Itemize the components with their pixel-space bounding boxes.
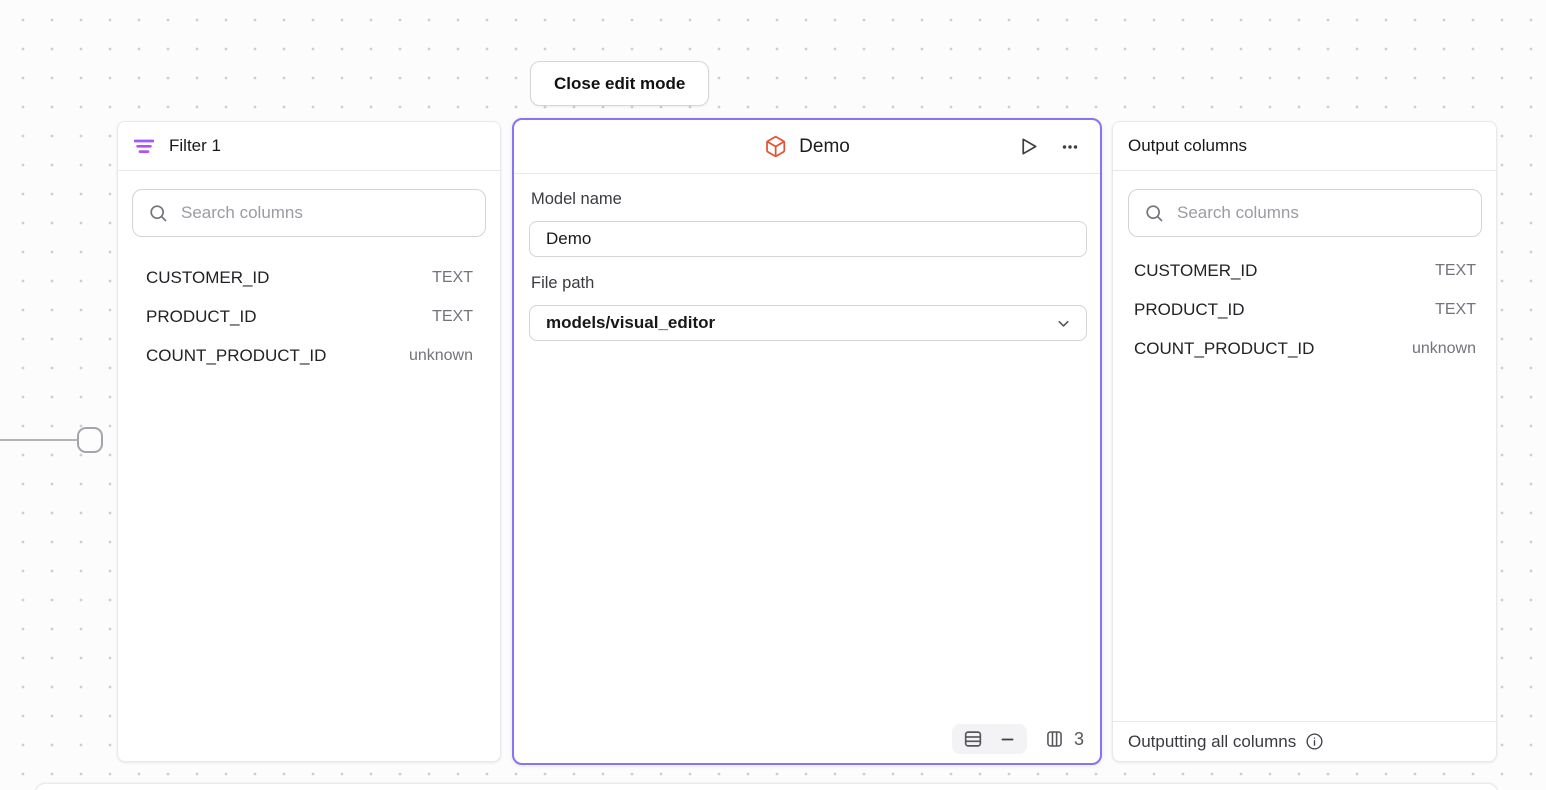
model-node-panel[interactable]: Demo Model name File path models/visual_… (512, 118, 1102, 765)
close-edit-mode-button[interactable]: Close edit mode (530, 61, 710, 106)
output-columns-panel[interactable]: Output columns CUSTOMER_ID TEXT PRODUCT_… (1112, 121, 1497, 762)
filter-panel-title: Filter 1 (169, 136, 221, 155)
column-type: TEXT (1435, 261, 1476, 279)
filter-column-list: CUSTOMER_ID TEXT PRODUCT_ID TEXT COUNT_P… (118, 258, 500, 375)
search-icon (150, 205, 167, 222)
model-name-input[interactable] (529, 221, 1087, 257)
column-name: COUNT_PRODUCT_ID (1134, 338, 1315, 358)
info-icon[interactable] (1305, 732, 1324, 751)
filter-search-box (132, 189, 486, 237)
output-search-box (1128, 189, 1482, 237)
cube-icon (766, 136, 786, 158)
model-panel-title: Demo (799, 135, 850, 157)
edge-connector-line (0, 439, 78, 441)
results-drawer-edge (35, 783, 1498, 790)
column-row[interactable]: PRODUCT_ID TEXT (1113, 290, 1496, 329)
column-type: unknown (408, 346, 473, 364)
output-panel-footer: Outputting all columns (1113, 721, 1496, 761)
output-footer-text: Outputting all columns (1128, 731, 1297, 751)
column-row[interactable]: PRODUCT_ID TEXT (118, 297, 500, 336)
filter-panel-header: Filter 1 (118, 122, 500, 171)
row-count-indicator[interactable] (951, 724, 1027, 754)
table-columns-icon (1047, 731, 1062, 747)
filter-icon (134, 139, 154, 153)
table-rows-icon (964, 731, 982, 747)
column-row[interactable]: CUSTOMER_ID TEXT (118, 258, 500, 297)
column-row[interactable]: COUNT_PRODUCT_ID unknown (1113, 329, 1496, 368)
column-type: unknown (1411, 339, 1476, 357)
column-type: TEXT (1435, 300, 1476, 318)
run-model-button[interactable] (1017, 135, 1040, 158)
search-icon (1146, 205, 1163, 222)
column-row[interactable]: COUNT_PRODUCT_ID unknown (118, 336, 500, 375)
ellipsis-icon (1062, 144, 1078, 149)
dash-icon (1001, 738, 1014, 740)
filter-node-panel[interactable]: Filter 1 CUSTOMER_ID TEXT PRODUCT_ID TEX… (117, 121, 501, 762)
output-search-input[interactable] (1177, 203, 1466, 223)
edge-connection-handle[interactable] (77, 427, 103, 453)
column-name: PRODUCT_ID (1134, 299, 1245, 319)
output-panel-title: Output columns (1128, 136, 1248, 155)
column-name: CUSTOMER_ID (1134, 260, 1258, 280)
model-title-group: Demo (764, 135, 850, 158)
model-footer-stats: 3 (951, 724, 1084, 754)
column-name: PRODUCT_ID (146, 306, 257, 326)
play-icon (1022, 138, 1037, 155)
model-panel-header: Demo (514, 120, 1100, 174)
model-name-label: Model name (531, 190, 622, 208)
column-count-value: 3 (1073, 728, 1084, 749)
column-name: CUSTOMER_ID (146, 267, 270, 287)
file-path-label: File path (531, 274, 595, 292)
column-type: TEXT (432, 307, 473, 325)
column-type: TEXT (432, 268, 473, 286)
file-path-select[interactable]: models/visual_editor (529, 305, 1087, 341)
column-row[interactable]: CUSTOMER_ID TEXT (1113, 251, 1496, 290)
model-header-actions (1017, 135, 1081, 158)
output-panel-header: Output columns (1113, 122, 1496, 171)
output-column-list: CUSTOMER_ID TEXT PRODUCT_ID TEXT COUNT_P… (1113, 251, 1496, 368)
column-name: COUNT_PRODUCT_ID (146, 345, 327, 365)
file-path-value: models/visual_editor (546, 313, 716, 332)
model-menu-button[interactable] (1059, 136, 1081, 158)
filter-search-input[interactable] (181, 203, 470, 223)
chevron-down-icon (1058, 320, 1069, 327)
column-count-indicator[interactable]: 3 (1044, 728, 1084, 750)
